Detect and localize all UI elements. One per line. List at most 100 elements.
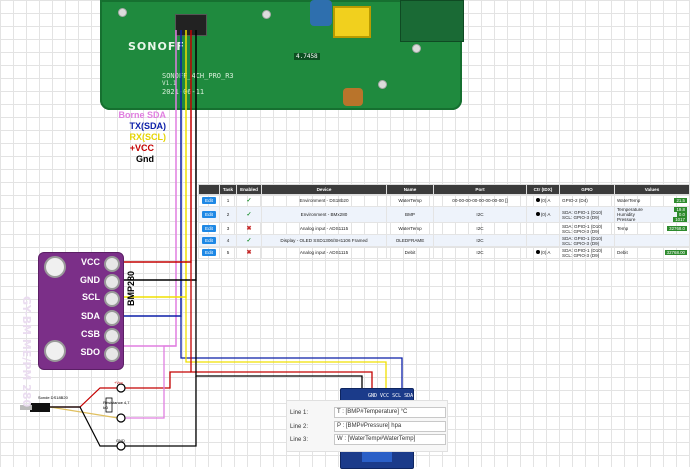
wire-violet-ds: [124, 345, 176, 419]
ctr-cell: (0) A: [526, 246, 560, 259]
col-values: Values: [614, 184, 690, 195]
device-cell: Environment - BMx280: [261, 206, 387, 223]
ctr-cell: (0) A: [526, 206, 560, 223]
pcb-mount-hole: [412, 44, 421, 53]
col-name: Name: [386, 184, 434, 195]
bmp280-pin-label: SDA: [80, 311, 100, 321]
col-enabled: Enabled: [236, 184, 262, 195]
gpio-value: SDA: GPIO-1 (D10) SCL: GPIO-3 (D9): [562, 247, 603, 258]
edit-cell: Edit: [198, 246, 220, 259]
task-number: 1: [226, 198, 230, 203]
wire-blue-oled: [180, 316, 403, 392]
task-number: 5: [226, 250, 230, 255]
port-value: 00-00-00-00-00-00-00-00 []: [452, 198, 508, 203]
ds18b20-vcc-label: +Vcc: [114, 380, 124, 385]
label-vcc: +VCC: [129, 143, 154, 153]
col-edit: [198, 184, 220, 195]
bmp280-pin-label: CSB: [80, 329, 100, 339]
oled-line-label: Line 3:: [290, 437, 309, 443]
port-value: I2C: [476, 226, 484, 231]
ctr-cell: [526, 234, 560, 247]
pcb-version: V1.1: [162, 80, 177, 87]
label-borne-sda: Borne SDA: [118, 110, 166, 120]
port-cell: I2C: [433, 206, 527, 223]
bmp280-pin-vcc: [104, 256, 120, 272]
value-row: Temp 32768.0: [617, 226, 687, 231]
relay: [333, 6, 371, 38]
bmp280-pin-label: SDO: [80, 347, 100, 357]
disabled-cross-icon: ✖: [246, 226, 252, 232]
edit-button[interactable]: Edit: [202, 225, 216, 232]
device-cell: Analog input - ADS1115: [261, 222, 387, 235]
port-cell: I2C: [433, 234, 527, 247]
oled-line3-input[interactable]: W : [WaterTemp#WaterTemp]: [334, 434, 446, 445]
edit-button[interactable]: Edit: [202, 211, 216, 218]
value-name: Debit: [617, 250, 628, 255]
port-value: I2C: [476, 238, 484, 243]
pullup-resistor: [105, 397, 113, 413]
ds18b20-probe-tip: [20, 405, 32, 410]
oled-line2-input[interactable]: P : [BMP#Pressure] hpa: [334, 421, 446, 432]
enabled-cell: ✓: [236, 194, 262, 207]
value-badge: 32768.0: [667, 226, 687, 231]
edit-cell: Edit: [198, 206, 220, 223]
pcb-model: SONOFF_4CH_PRO_R3: [162, 72, 234, 80]
ds18b20-gnd-label: GND: [116, 438, 125, 443]
enabled-check-icon: ✓: [246, 212, 252, 218]
bmp280-pin-label: VCC: [80, 257, 100, 267]
enabled-cell: ✖: [236, 222, 262, 235]
values-cell: Debit 32768.00: [614, 246, 690, 259]
bmp280-side-label: BMP280: [126, 270, 136, 306]
name-cell: Debit: [386, 246, 434, 259]
gpio-cell: SDA: GPIO-1 (D10) SCL: GPIO-3 (D9): [559, 206, 615, 223]
port-cell: 00-00-00-00-00-00-00-00 []: [433, 194, 527, 207]
oled-line-label: Line 2:: [290, 424, 309, 430]
gpio-value: SDA: GPIO-1 (D10) SCL: GPIO-3 (D9): [562, 209, 603, 220]
device-name: Environment - BMx280: [300, 212, 348, 217]
value-badge: 32768.00: [664, 250, 687, 255]
enabled-check-icon: ✓: [246, 238, 252, 244]
values-cell: Temp 32768.0: [614, 222, 690, 235]
enabled-cell: ✓: [236, 234, 262, 247]
enabled-check-icon: ✓: [246, 198, 252, 204]
task-cell: 4: [219, 234, 237, 247]
gpio-cell: SDA: GPIO-1 (D10) SCL: GPIO-3 (D9): [559, 222, 615, 235]
task-cell: 5: [219, 246, 237, 259]
task-number: 2: [226, 212, 230, 217]
edit-cell: Edit: [198, 222, 220, 235]
port-value: I2C: [476, 212, 484, 217]
oled-line1-input[interactable]: T : [BMP#Temperature] °C: [334, 407, 446, 418]
col-port: Port: [433, 184, 527, 195]
edit-button[interactable]: Edit: [202, 249, 216, 256]
terminal-block: [400, 0, 464, 42]
pcb-mount-hole: [378, 80, 387, 89]
value-name: Humidity: [617, 212, 635, 217]
edit-button[interactable]: Edit: [202, 237, 216, 244]
ctr-cell: (0) A: [526, 194, 560, 207]
label-tx-sda: TX(SDA): [129, 121, 167, 131]
task-name: BMP: [405, 212, 415, 217]
port-value: I2C: [476, 250, 484, 255]
value-name: WaterTemp: [617, 198, 641, 203]
disabled-cross-icon: ✖: [246, 250, 252, 256]
device-cell: Analog input - ADS1115: [261, 246, 387, 259]
value-name: Temp: [617, 226, 629, 231]
value-name: Temperature: [617, 207, 643, 212]
edit-button[interactable]: Edit: [202, 197, 216, 204]
col-ctr: Ctr (IDX): [526, 184, 560, 195]
wire-red-oled: [190, 262, 373, 392]
name-cell: WaterTemp: [386, 194, 434, 207]
value-row: Debit 32768.00: [617, 250, 687, 255]
value-name: Pressure: [617, 217, 636, 222]
